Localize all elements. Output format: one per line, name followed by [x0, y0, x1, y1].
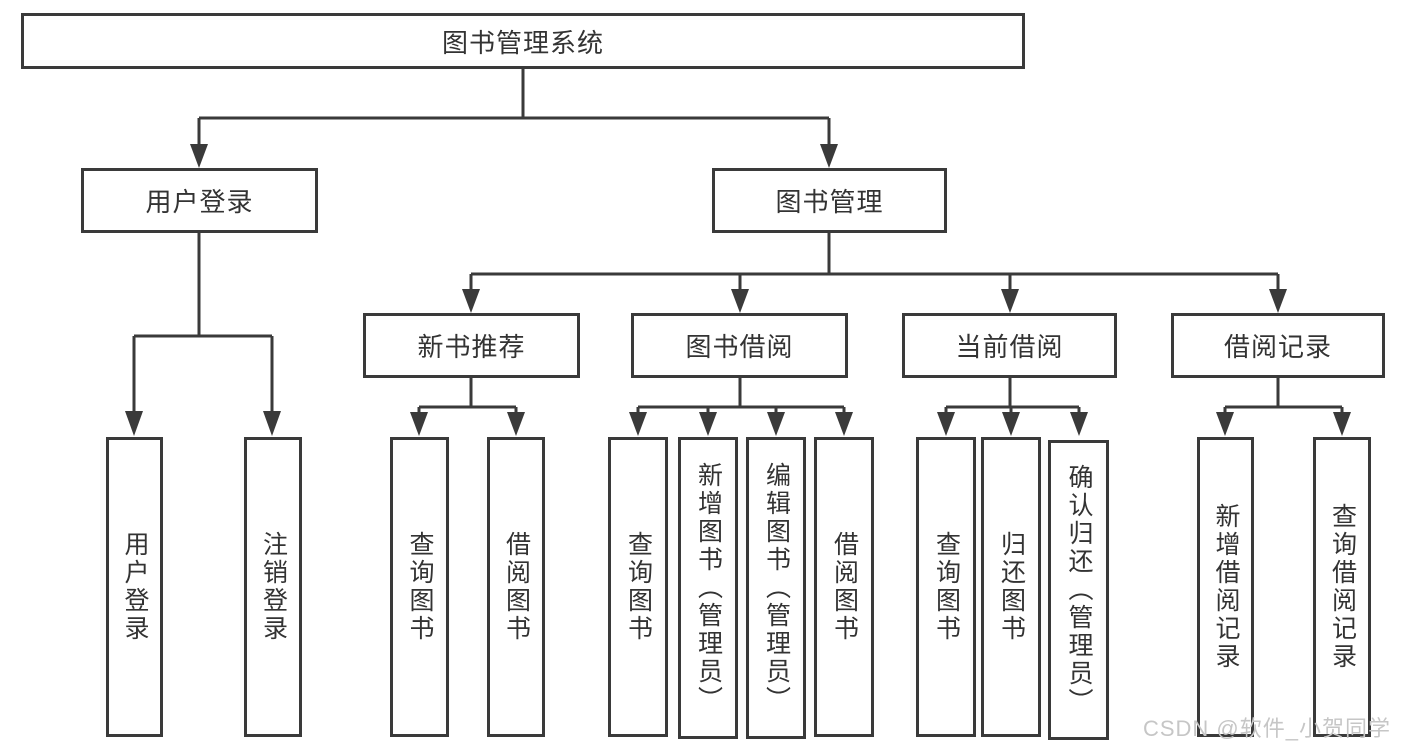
node-label: 图书管理 [775, 187, 884, 217]
node-label: 当前借阅 [955, 332, 1064, 362]
leaf-label: 编辑图书（管理员） [762, 462, 791, 714]
arrowheads-level2 [190, 144, 838, 168]
node-label: 用户登录 [145, 187, 254, 217]
connector-bookborrow-to-leaves [636, 378, 846, 414]
connector-newbook-to-leaves [417, 378, 518, 414]
leaf-label: 查询图书 [624, 531, 653, 643]
node-library-management-system: 图书管理系统 [21, 13, 1025, 69]
arrowheads-currentborrow-leaves [937, 412, 1088, 436]
leaf-add-books-admin: 新增图书（管理员） [678, 437, 738, 739]
leaf-query-borrow-record: 查询借阅记录 [1313, 437, 1371, 737]
leaf-label: 查询图书 [932, 531, 961, 643]
leaf-borrow-books-recommend: 借阅图书 [487, 437, 545, 737]
leaf-edit-books-admin: 编辑图书（管理员） [746, 437, 806, 739]
node-label: 图书管理系统 [441, 27, 604, 58]
leaf-label: 用户登录 [121, 531, 149, 643]
node-book-management: 图书管理 [712, 168, 947, 233]
leaf-logout: 注销登录 [244, 437, 302, 737]
arrowheads-bookborrow-leaves [629, 412, 853, 436]
node-current-borrowing: 当前借阅 [902, 313, 1117, 378]
leaf-return-books: 归还图书 [981, 437, 1041, 737]
leaf-confirm-return-admin: 确认归还（管理员） [1048, 440, 1109, 740]
leaf-label: 新增图书（管理员） [694, 462, 723, 714]
leaf-query-books-recommend: 查询图书 [390, 437, 449, 737]
leaf-query-books-current: 查询图书 [916, 437, 976, 737]
node-label: 新书推荐 [417, 332, 526, 362]
connector-bookmgmt-to-level3 [469, 233, 1280, 291]
leaf-label: 借阅图书 [830, 531, 859, 643]
leaf-borrow-books: 借阅图书 [814, 437, 874, 737]
connector-root-to-level2 [197, 69, 831, 146]
leaf-label: 查询图书 [406, 531, 434, 643]
leaf-query-books-borrow: 查询图书 [608, 437, 668, 737]
leaf-label: 归还图书 [997, 531, 1026, 643]
leaf-label: 查询借阅记录 [1328, 503, 1357, 671]
node-book-borrowing: 图书借阅 [631, 313, 848, 378]
arrowheads-borrowrecords-leaves [1216, 412, 1351, 436]
node-borrowing-records: 借阅记录 [1171, 313, 1385, 378]
leaf-label: 注销登录 [259, 531, 288, 643]
leaf-label: 借阅图书 [502, 531, 531, 643]
leaf-user-login: 用户登录 [106, 437, 163, 737]
connector-userlogin-to-leaves [132, 233, 274, 413]
leaf-add-borrow-record: 新增借阅记录 [1197, 437, 1254, 737]
node-label: 借阅记录 [1223, 332, 1332, 362]
leaf-label: 确认归还（管理员） [1065, 464, 1093, 716]
node-new-book-recommendation: 新书推荐 [363, 313, 580, 378]
node-user-login: 用户登录 [81, 168, 318, 233]
connector-currentborrow-to-leaves [944, 378, 1081, 414]
node-label: 图书借阅 [685, 332, 794, 362]
arrowheads-newbook-leaves [410, 412, 525, 436]
arrowheads-userlogin-leaves [125, 411, 281, 436]
arrowheads-level3 [462, 289, 1287, 313]
connector-borrowrecords-to-leaves [1223, 378, 1344, 414]
leaf-label: 新增借阅记录 [1212, 503, 1240, 671]
